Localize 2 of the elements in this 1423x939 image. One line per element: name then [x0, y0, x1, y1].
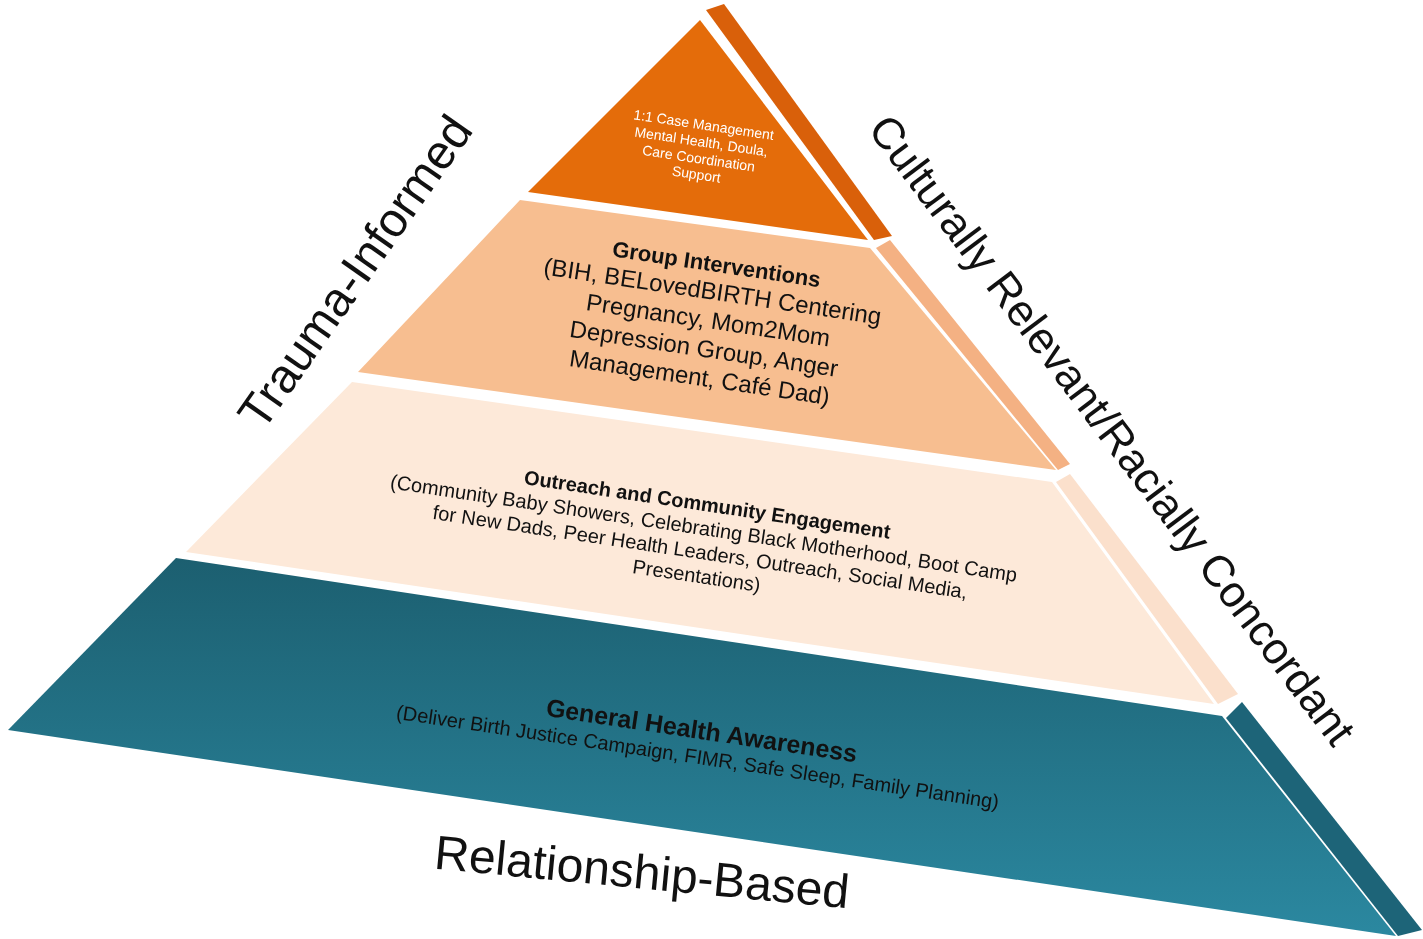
tier-description: 1:1 Case Management Mental Health, Doula, Care Coordination Support	[631, 105, 776, 189]
side-label: Relationship-Based	[432, 824, 852, 920]
